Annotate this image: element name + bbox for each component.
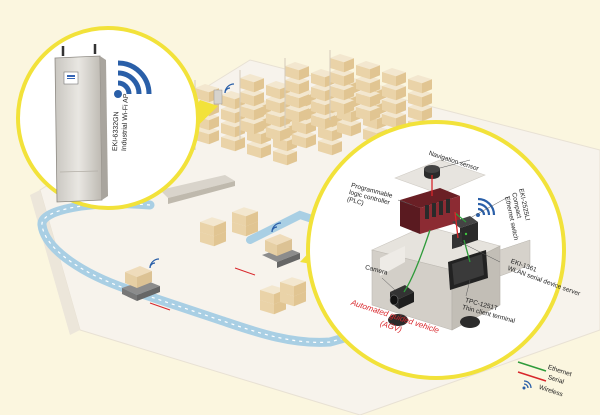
thin-client-terminal bbox=[448, 250, 488, 290]
shelf-box bbox=[292, 130, 316, 149]
conveyor bbox=[160, 175, 235, 204]
shelf-box bbox=[285, 90, 309, 109]
agv-vehicle-small bbox=[122, 266, 160, 301]
shelf-box bbox=[318, 137, 342, 156]
pallet-box bbox=[260, 285, 286, 305]
shelf-box bbox=[330, 68, 354, 87]
shelf-box bbox=[356, 103, 380, 122]
pallet-box bbox=[280, 277, 306, 297]
camera-device bbox=[389, 285, 414, 309]
shelf-box bbox=[311, 69, 335, 88]
wiring bbox=[403, 175, 471, 293]
shelf-box bbox=[382, 68, 406, 87]
wifi-icon bbox=[476, 197, 496, 217]
shelf-box bbox=[408, 103, 432, 122]
shelf-box bbox=[221, 133, 245, 152]
shelf-box bbox=[330, 54, 354, 73]
wifi-icon bbox=[522, 380, 532, 390]
shelf-box bbox=[356, 75, 380, 94]
legend-serial-swatch bbox=[517, 371, 547, 382]
ap-callout bbox=[16, 26, 218, 210]
shelf-box bbox=[408, 89, 432, 108]
agv-callout bbox=[300, 120, 566, 380]
shelf-box bbox=[240, 116, 264, 135]
shelf-box bbox=[273, 147, 297, 166]
wall-ap-small bbox=[213, 83, 235, 105]
shelf-box bbox=[240, 88, 264, 107]
serial-server-device bbox=[452, 232, 462, 249]
wifi-icon bbox=[114, 60, 152, 98]
shelf-box bbox=[330, 96, 354, 115]
pallet-box bbox=[232, 207, 258, 227]
ap-model-label: EKI-6332GN bbox=[112, 111, 121, 152]
shelf-box bbox=[266, 123, 290, 142]
wifi-icon bbox=[271, 222, 282, 233]
shelf-box bbox=[337, 118, 361, 137]
shelf-box bbox=[195, 126, 219, 145]
shelf-box bbox=[240, 74, 264, 93]
shelf-box bbox=[285, 104, 309, 123]
shelf-box bbox=[311, 111, 335, 130]
shelf-box bbox=[285, 62, 309, 81]
legend bbox=[517, 361, 547, 390]
shelf-box bbox=[330, 82, 354, 101]
shelf-box bbox=[382, 82, 406, 101]
pallet-boxes bbox=[200, 207, 306, 315]
shelf-box bbox=[240, 102, 264, 121]
shelf-box bbox=[408, 75, 432, 94]
leader-lines bbox=[381, 159, 511, 297]
shelf-box bbox=[285, 76, 309, 95]
wifi-icon bbox=[149, 258, 160, 269]
agv-vehicle-small-2 bbox=[262, 234, 300, 268]
access-point-device bbox=[54, 44, 108, 203]
shelf-box bbox=[356, 61, 380, 80]
pallet-box bbox=[200, 217, 226, 237]
shelf-box bbox=[356, 89, 380, 108]
plc-device bbox=[400, 188, 460, 234]
legend-ethernet-swatch bbox=[517, 361, 547, 372]
shelf-box bbox=[382, 96, 406, 115]
shelf-box bbox=[247, 140, 271, 159]
